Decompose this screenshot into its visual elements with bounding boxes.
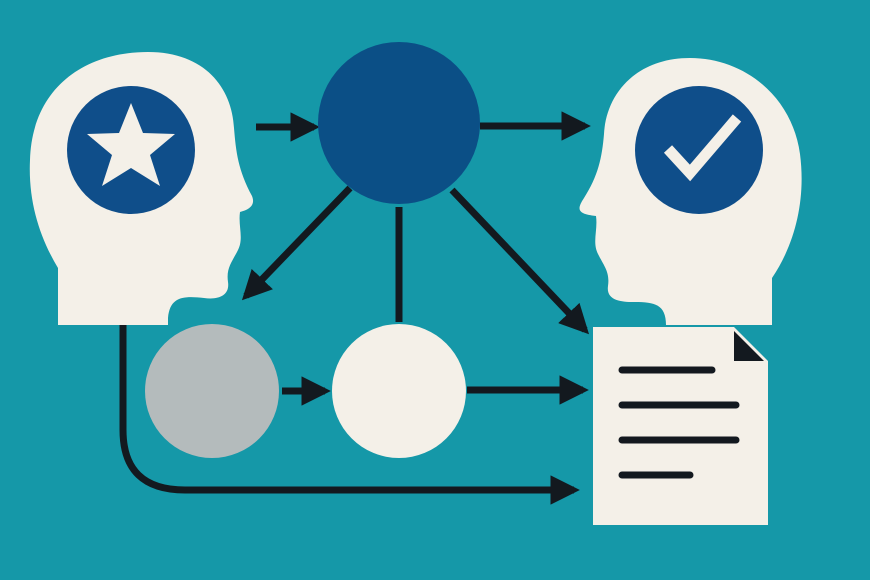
output-document (593, 327, 768, 525)
edge-center-node-to-gray-node (241, 185, 353, 301)
document-text-lines (618, 366, 740, 479)
checkmark-icon (663, 114, 742, 182)
target-head (579, 58, 802, 325)
star-icon (87, 103, 175, 186)
source-head (29, 52, 254, 325)
center-node (318, 42, 480, 204)
edge-center-node-to-output-document (449, 187, 590, 335)
light-node (332, 324, 466, 458)
edge-source-head-to-output-document (119, 322, 580, 505)
gray-node (145, 324, 279, 458)
document-fold (734, 331, 764, 361)
connectors (119, 111, 591, 505)
check-badge (635, 86, 763, 214)
